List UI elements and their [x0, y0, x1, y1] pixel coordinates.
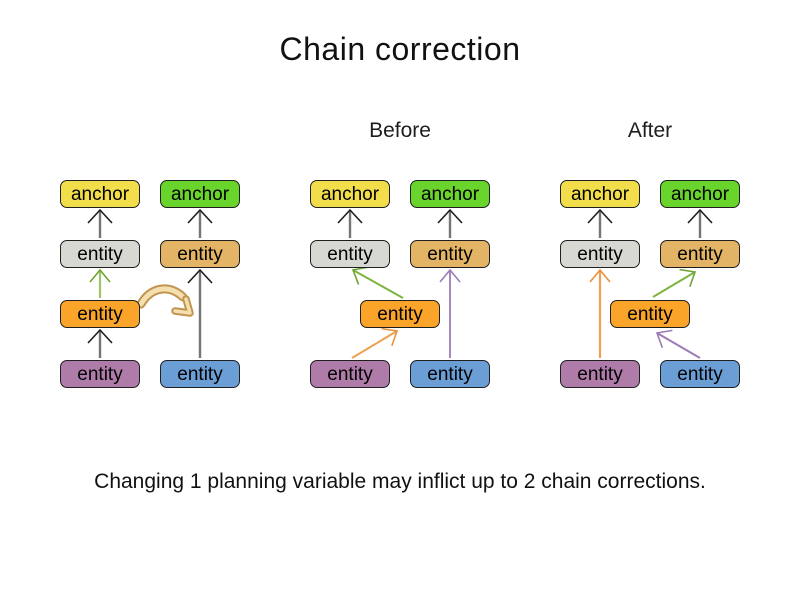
entity-box: entity [660, 360, 740, 388]
anchor-box: anchor [160, 180, 240, 208]
arrow-after-blue-to-orange-purple [655, 329, 701, 359]
entity-box: entity [310, 360, 390, 388]
entity-box: entity [310, 240, 390, 268]
caption: Changing 1 planning variable may inflict… [94, 470, 706, 493]
anchor-box: anchor [310, 180, 390, 208]
page-title: Chain correction [279, 31, 521, 67]
entity-box: entity [610, 300, 690, 328]
arrow-before-orange-to-gray-green [351, 266, 404, 299]
entity-box: entity [60, 240, 140, 268]
arrow-before-purple-to-orange-orange [351, 327, 399, 359]
entity-box: entity [560, 240, 640, 268]
entity-box: entity [560, 360, 640, 388]
entity-box: entity [410, 360, 490, 388]
entity-box: entity [60, 360, 140, 388]
entity-box: entity [660, 240, 740, 268]
anchor-box: anchor [560, 180, 640, 208]
entity-box: entity [410, 240, 490, 268]
label-after: After [627, 119, 673, 142]
entity-box: entity [60, 300, 140, 328]
entity-box: entity [160, 240, 240, 268]
move-arrow [136, 284, 194, 317]
anchor-box: anchor [60, 180, 140, 208]
anchor-box: anchor [660, 180, 740, 208]
label-before: Before [369, 119, 431, 142]
anchor-box: anchor [410, 180, 490, 208]
entity-box: entity [360, 300, 440, 328]
entity-box: entity [160, 360, 240, 388]
arrow-after-orange-to-tan-green [652, 268, 697, 298]
